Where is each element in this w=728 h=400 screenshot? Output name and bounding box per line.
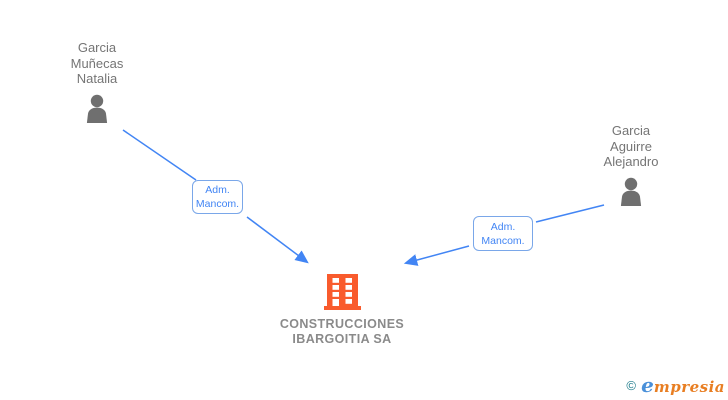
edge-label-to-company-left: [246, 216, 309, 264]
person-name-line: Muñecas: [70, 55, 124, 71]
person-icon[interactable]: [82, 94, 112, 124]
empresia-logo[interactable]: © empresia: [626, 373, 725, 397]
building-icon[interactable]: [323, 274, 361, 315]
person-name: Garcia Muñecas Natalia: [37, 40, 157, 87]
logo-initial: e: [641, 373, 654, 397]
person-node-garcia-aguirre-alejandro[interactable]: Garcia Aguirre Alejandro: [571, 123, 691, 212]
edge-label-adm-mancom-left: Adm. Mancom.: [192, 180, 243, 214]
logo-text: mpresia: [653, 378, 725, 396]
edge-label-to-company-right: [403, 245, 470, 266]
person-name-line: Aguirre: [610, 138, 652, 154]
person-name-line: Alejandro: [603, 154, 659, 169]
person-node-garcia-munecas-natalia[interactable]: Garcia Muñecas Natalia: [37, 40, 157, 129]
person-name-line: Natalia: [76, 71, 118, 86]
edge-label-line: Adm.: [205, 184, 230, 196]
person-icon[interactable]: [616, 177, 646, 207]
company-name-line: IBARGOITIA SA: [292, 332, 392, 346]
copyright-icon: ©: [626, 378, 636, 393]
edge-label-line: Adm.: [490, 220, 516, 233]
edge-label-line: Mancom.: [195, 198, 240, 210]
edge-label-line: Mancom.: [481, 234, 525, 247]
company-name-line: CONSTRUCCIONES: [279, 317, 405, 331]
edge-label-adm-mancom-right: Adm. Mancom.: [473, 216, 533, 251]
person-name-line: Garcia: [611, 123, 651, 138]
company-node-construcciones-ibargoitia[interactable]: CONSTRUCCIONES IBARGOITIA SA: [242, 274, 442, 347]
person-name: Garcia Aguirre Alejandro: [571, 123, 691, 170]
company-name: CONSTRUCCIONES IBARGOITIA SA: [242, 317, 442, 347]
person-name-line: Garcia: [77, 40, 117, 55]
edge-natalia-to-label: [122, 129, 197, 181]
